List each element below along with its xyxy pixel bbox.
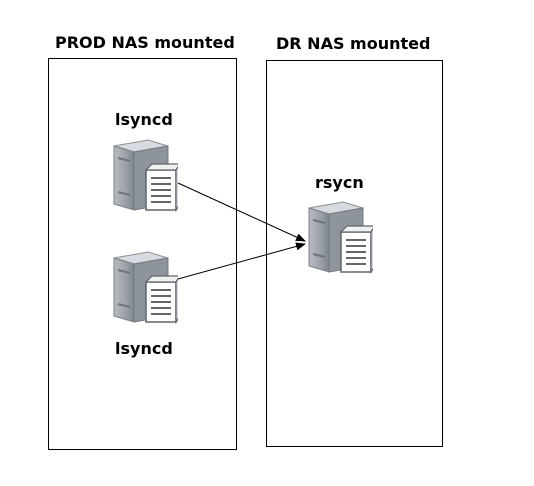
prod-zone-title: PROD NAS mounted: [55, 33, 235, 52]
server-icon: [113, 251, 178, 324]
dr-zone-title: DR NAS mounted: [276, 34, 431, 53]
node-label-lsyncd-top: lsyncd: [115, 110, 173, 129]
node-label-rsycn: rsycn: [315, 173, 364, 192]
server-icon: [308, 201, 373, 274]
node-label-lsyncd-bottom: lsyncd: [115, 339, 173, 358]
server-icon: [113, 139, 178, 212]
